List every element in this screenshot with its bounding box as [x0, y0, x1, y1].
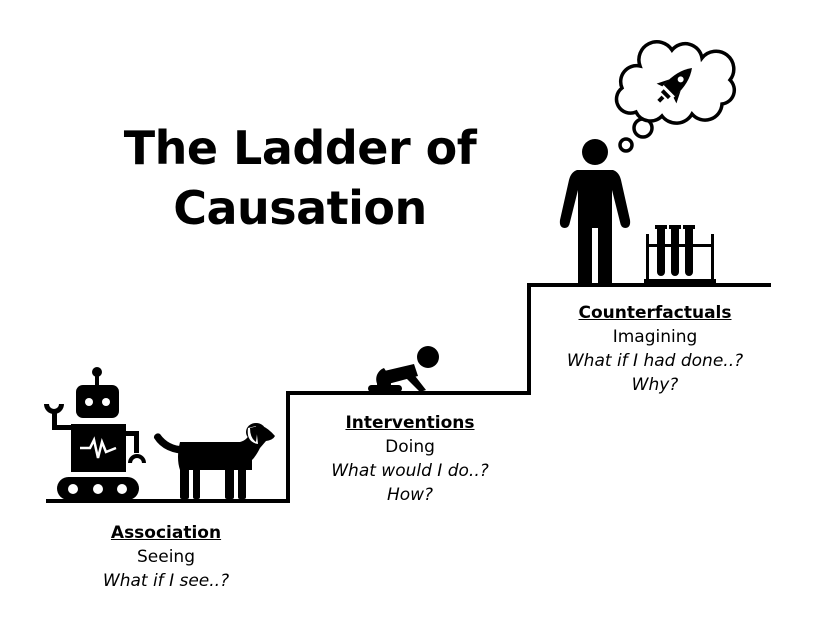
rung-verb: Seeing [137, 547, 195, 567]
rung-question: Why? [631, 375, 679, 395]
rung-interventions: Interventions Doing What would I do..? H… [300, 411, 520, 507]
rocket-icon [656, 68, 692, 104]
rung-question: What would I do..? [331, 461, 489, 481]
rung-question: What if I see..? [102, 571, 230, 591]
rung-heading: Association [110, 523, 222, 543]
rung-association: Association Seeing What if I see..? [66, 521, 266, 593]
rung-verb: Imagining [612, 327, 698, 347]
rung-heading: Counterfactuals [578, 303, 732, 323]
crawling-baby-icon [368, 346, 439, 392]
rung-question: What if I had done..? [566, 351, 744, 371]
rung-heading: Interventions [345, 413, 475, 433]
title-line-1: The Ladder of [123, 121, 477, 175]
diagram-title: The Ladder of Causation [110, 118, 490, 238]
person-icon [559, 139, 631, 284]
title-line-2: Causation [173, 181, 427, 235]
dog-icon [153, 423, 275, 499]
rung-verb: Doing [385, 437, 435, 457]
staircase-outline [46, 283, 771, 503]
test-tubes-icon [644, 225, 716, 284]
rung-counterfactuals: Counterfactuals Imagining What if I had … [535, 301, 775, 397]
rung-question: How? [386, 485, 434, 505]
robot-icon [44, 367, 146, 500]
